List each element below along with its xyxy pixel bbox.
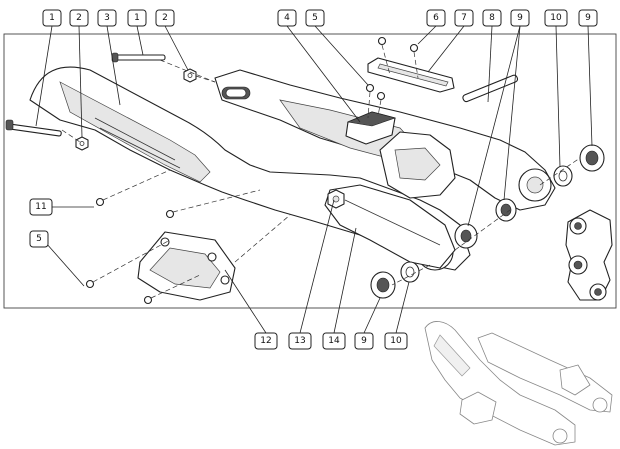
callout-label: 12 (260, 336, 271, 346)
chain-slider (367, 57, 455, 93)
callout-9a: 9 (510, 9, 530, 27)
callout-1a: 1 (42, 9, 62, 27)
linkage (565, 209, 613, 301)
callout-label: 1 (134, 13, 140, 23)
callout-5a: 5 (305, 9, 325, 27)
callout-5b: 5 (29, 230, 49, 248)
callout-label: 5 (36, 234, 42, 244)
callout-label: 3 (104, 13, 110, 23)
callout-8: 8 (482, 9, 502, 27)
callout-14: 14 (322, 332, 346, 350)
callout-label: 2 (76, 13, 82, 23)
bearings (370, 144, 605, 299)
callout-label: 13 (294, 336, 305, 346)
callout-10a: 10 (544, 9, 568, 27)
assembly-lines (61, 44, 581, 299)
callout-9c: 9 (354, 332, 374, 350)
swingarm (29, 66, 556, 271)
callout-1b: 1 (127, 9, 147, 27)
assembled-view-thumbnail (424, 321, 613, 446)
callout-11: 11 (29, 198, 53, 216)
callout-label: 11 (35, 202, 46, 212)
callout-9b: 9 (578, 9, 598, 27)
callout-label: 6 (433, 13, 439, 23)
callout-label: 2 (162, 13, 168, 23)
callout-label: 10 (550, 13, 562, 23)
chain-guide (137, 231, 236, 301)
leader-lines (35, 25, 593, 334)
callout-6: 6 (426, 9, 446, 27)
callout-label: 7 (461, 13, 467, 23)
callout-label: 10 (390, 336, 402, 346)
bolts (5, 36, 519, 305)
callout-label: 5 (312, 13, 318, 23)
callout-2a: 2 (69, 9, 89, 27)
diagram-frame (3, 33, 617, 309)
callout-10b: 10 (384, 332, 408, 350)
callout-label: 14 (328, 336, 340, 346)
callout-label: 9 (361, 336, 367, 346)
callout-2b: 2 (155, 9, 175, 27)
callout-13: 13 (288, 332, 312, 350)
callout-3: 3 (97, 9, 117, 27)
callout-label: 9 (517, 13, 523, 23)
callout-label: 4 (284, 13, 290, 23)
callout-label: 9 (585, 13, 591, 23)
callout-7: 7 (454, 9, 474, 27)
callout-label: 8 (489, 13, 495, 23)
callout-12: 12 (254, 332, 278, 350)
callout-label: 1 (49, 13, 55, 23)
callout-4: 4 (277, 9, 297, 27)
